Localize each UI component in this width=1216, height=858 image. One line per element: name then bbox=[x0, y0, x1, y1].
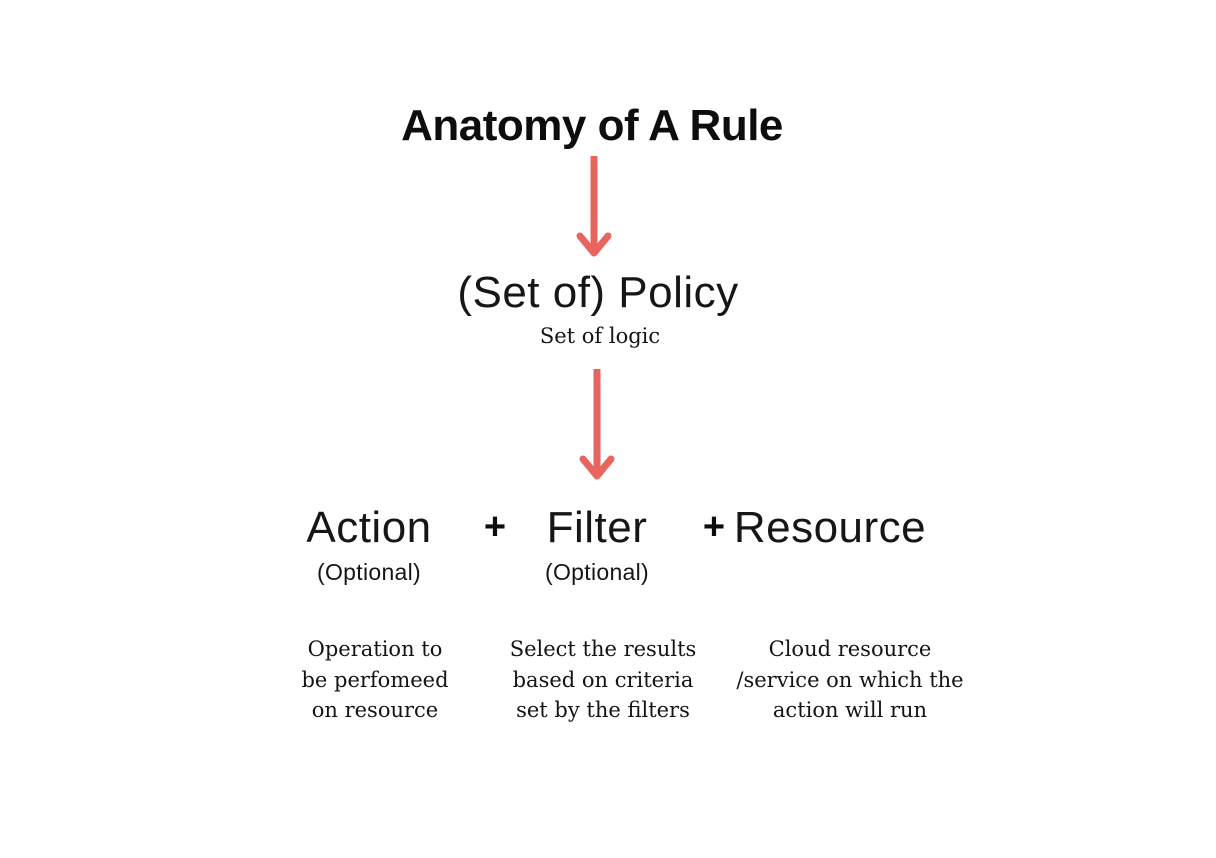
description-line: based on criteria bbox=[512, 667, 694, 692]
description-line: Operation to bbox=[307, 637, 443, 661]
description-line: Cloud resource bbox=[768, 637, 932, 661]
description-line: be perfomeed bbox=[301, 667, 449, 692]
action-label: Action bbox=[306, 503, 432, 552]
action-optional-label: (Optional) bbox=[317, 559, 421, 585]
filter-description: Select the results based on criteria set… bbox=[510, 634, 697, 726]
policy-sublabel: Set of logic bbox=[539, 324, 661, 348]
resource-label: Resource bbox=[733, 503, 927, 552]
filter-optional-label: (Optional) bbox=[545, 559, 649, 585]
arrow-head bbox=[579, 455, 615, 480]
description-line: /service on which the bbox=[736, 667, 964, 692]
filter-label: Filter bbox=[546, 503, 648, 552]
description-line: on resource bbox=[311, 698, 439, 722]
policy-label: (Set of) Policy bbox=[457, 268, 739, 317]
arrow-down-icon bbox=[576, 156, 612, 257]
description-line: Select the results bbox=[509, 637, 697, 661]
resource-description: Cloud resource /service on which the act… bbox=[736, 634, 963, 726]
page-title: Anatomy of A Rule bbox=[401, 101, 783, 150]
plus-sign: + bbox=[702, 506, 726, 548]
plus-sign: + bbox=[483, 506, 507, 548]
action-description: Operation to be perfomeed on resource bbox=[301, 634, 448, 726]
arrow-down-icon bbox=[579, 369, 615, 480]
description-line: action will run bbox=[772, 698, 928, 722]
description-line: set by the filters bbox=[516, 698, 690, 722]
arrow-head bbox=[576, 232, 612, 257]
